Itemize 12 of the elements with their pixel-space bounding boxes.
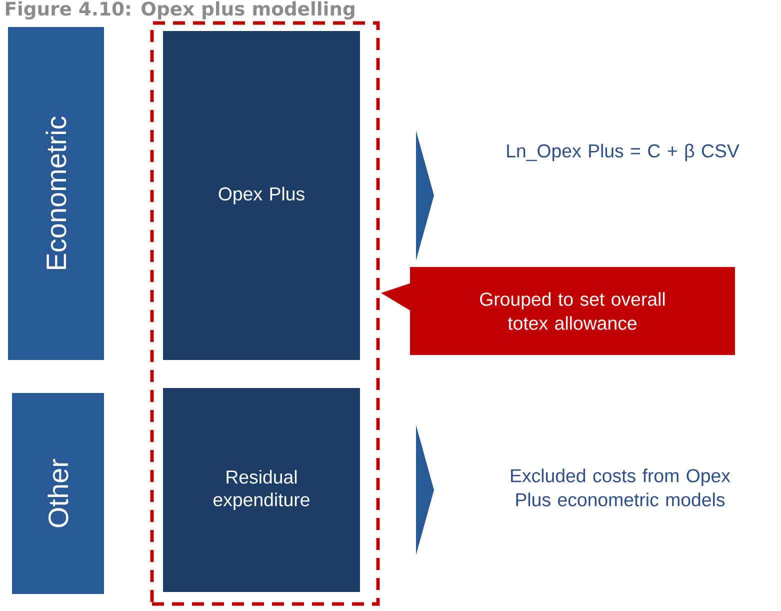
figure-title: Figure 4.10: Opex plus modelling	[6, 1, 354, 20]
category-band: Other	[12, 393, 104, 594]
category-band: Econometric	[8, 27, 104, 360]
dashed-group-box	[150, 21, 380, 606]
process-box: Residual expenditure	[163, 388, 360, 592]
chevron-arrow	[416, 425, 434, 555]
process-box: Opex Plus	[163, 31, 360, 360]
result-text: Excluded costs from Opex Plus econometric models	[511, 468, 730, 506]
chevron-arrow	[416, 130, 434, 260]
callout-box: Grouped to set overall totex allowance	[410, 267, 735, 355]
callout-pointer	[381, 283, 411, 311]
result-text: Ln_Opex Plus = C + β CSV	[507, 144, 740, 162]
